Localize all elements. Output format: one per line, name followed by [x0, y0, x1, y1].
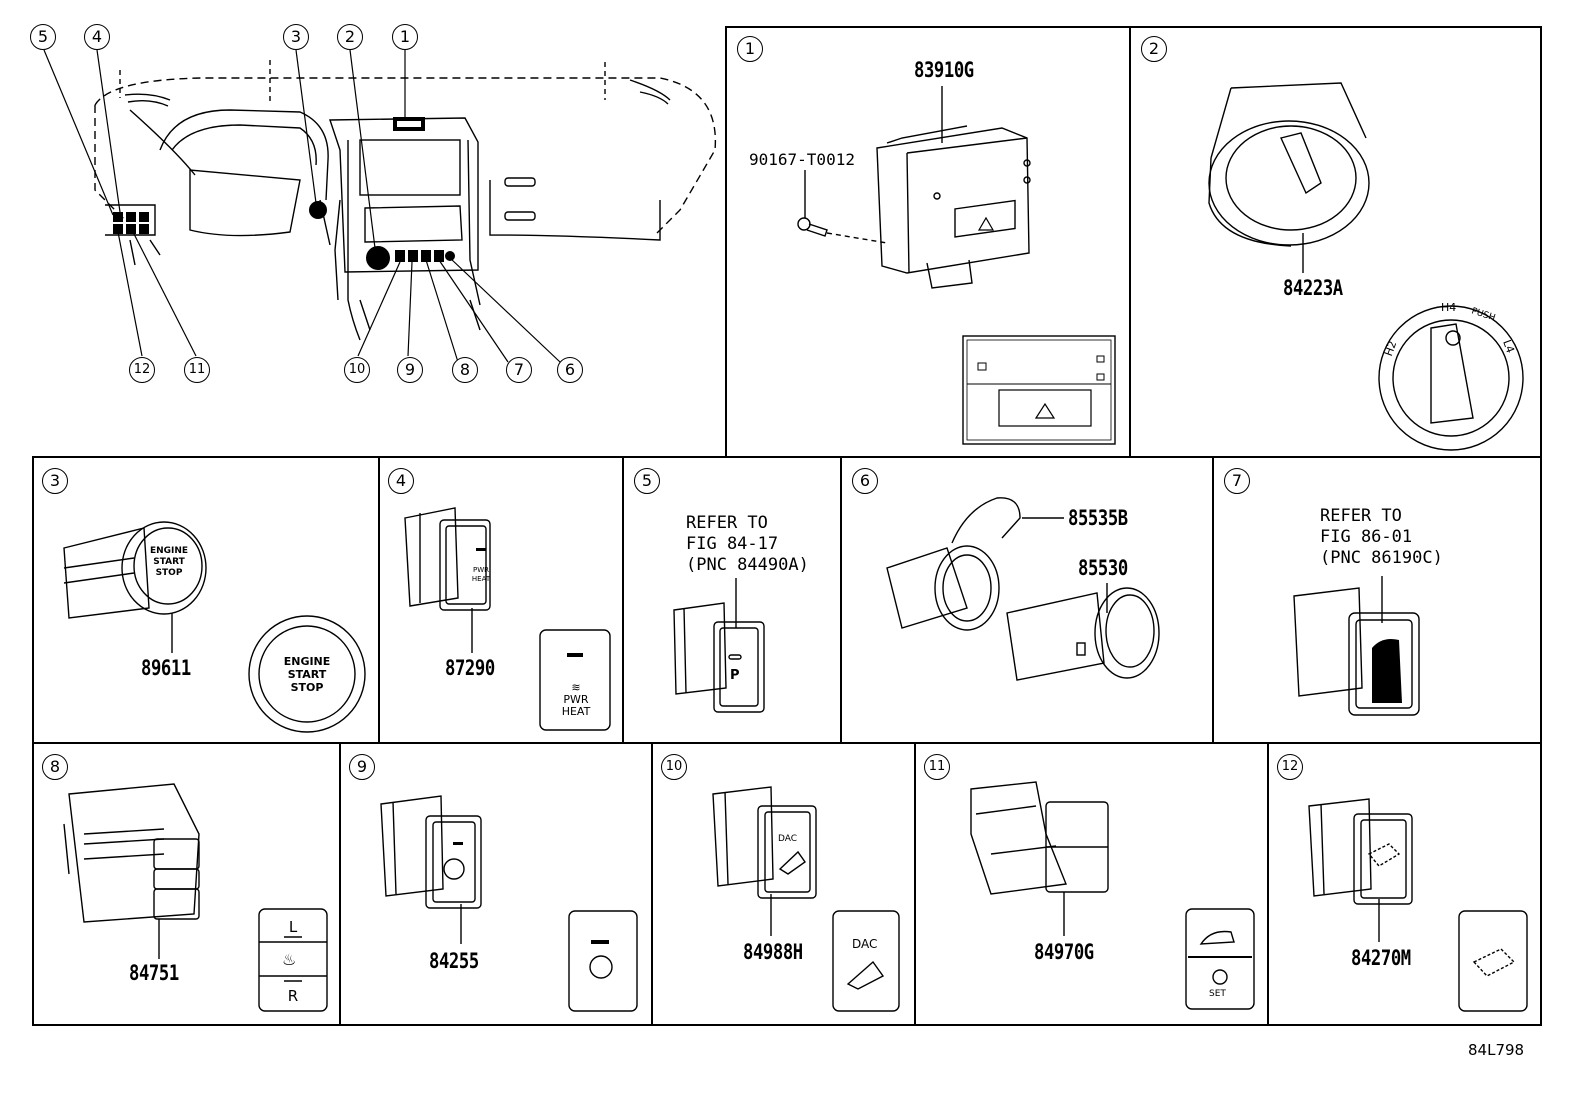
panel-number: 4: [388, 468, 414, 494]
transfer-knob-drawing: [1208, 82, 1524, 451]
start-text-1b: ENGINE: [283, 655, 331, 668]
panel-2: 2 84223A H2 H4 PUSH L4: [1131, 28, 1541, 456]
start-text-2b: START: [287, 668, 327, 681]
divider-6-7: [1212, 456, 1214, 744]
start-btn-text-small: ENGINE START STOP: [142, 546, 196, 579]
callout-7: 7: [506, 357, 532, 383]
panel-1: 1 83910G 90167-T0012: [727, 28, 1129, 456]
seat-heat-left-label: L: [288, 918, 298, 936]
panel-8: 8 84751 L ♨ R: [34, 744, 339, 1024]
part-number: 89611: [141, 656, 191, 680]
dac-switch-drawing: [712, 786, 900, 1012]
seat-heat-switch-drawing: [63, 783, 328, 1012]
bottom-frame: [32, 742, 1542, 1026]
start-text-2: START: [153, 557, 185, 567]
panel-number: 6: [852, 468, 878, 494]
start-text-1: ENGINE: [149, 546, 189, 556]
panel-number: 11: [924, 754, 950, 780]
part-number: 84255: [429, 949, 479, 973]
panel-number: 12: [1277, 754, 1303, 780]
divider-4-5: [622, 456, 624, 744]
set-label: SET: [1209, 989, 1226, 999]
callout-12: 12: [129, 357, 155, 383]
part-number-cap: 85535B: [1068, 506, 1128, 530]
seat-heat-icon: ♨: [282, 950, 297, 969]
refer-note: REFER TO FIG 84-17 (PNC 84490A): [686, 513, 809, 575]
divider-11-12: [1267, 742, 1269, 1026]
panel-number: 8: [42, 754, 68, 780]
panel-number: 3: [42, 468, 68, 494]
panel-number: 1: [737, 36, 763, 62]
panel-number: 10: [661, 754, 687, 780]
parking-switch-drawing: [673, 578, 765, 713]
panel-number: 7: [1224, 468, 1250, 494]
panel-number: 9: [349, 754, 375, 780]
usb-port-drawing: [1293, 576, 1420, 716]
dashboard-overview: 1 2 3 4 5 6 7 8 9 10 12 11: [0, 0, 720, 450]
callout-2: 2: [337, 24, 363, 50]
rear-defog-switch-drawing: [1308, 798, 1528, 1012]
divider-5-6: [840, 456, 842, 744]
part-number: 84988H: [743, 940, 803, 964]
parking-icon: P: [730, 668, 740, 683]
heat-text-2b: HEAT: [561, 705, 591, 718]
dac-label-large: DAC: [852, 937, 878, 951]
divider-10-11: [914, 742, 916, 1026]
divider-8-9: [339, 742, 341, 1026]
heat-text-1b: PWR: [563, 693, 589, 706]
heat-text-1: PWR: [472, 566, 489, 574]
part-number: 87290: [445, 656, 495, 680]
callout-5: 5: [30, 24, 56, 50]
divider-9-10: [651, 742, 653, 1026]
refer-note: REFER TO FIG 86-01 (PNC 86190C): [1320, 506, 1443, 568]
start-text-3b: STOP: [290, 681, 324, 694]
callout-1: 1: [392, 24, 418, 50]
hazard-switch-drawing: [797, 86, 1116, 445]
panel-5: 5 REFER TO FIG 84-17 (PNC 84490A) P: [624, 458, 840, 742]
part-number: 83910G: [914, 58, 974, 82]
power-outlet-drawing: [886, 497, 1160, 681]
start-button-drawing: [63, 521, 366, 733]
callout-3: 3: [283, 24, 309, 50]
panel-12: 12 84270M: [1269, 744, 1541, 1024]
callout-4: 4: [84, 24, 110, 50]
part-number-bolt: 90167-T0012: [749, 150, 855, 169]
heat-waves: ≋: [571, 681, 581, 694]
part-number: 84751: [129, 961, 179, 985]
callout-10: 10: [344, 357, 370, 383]
part-number: 84270M: [1351, 946, 1411, 970]
panel-9: 9 84255: [341, 744, 651, 1024]
heat-icon-large: ≋ PWR HEAT: [556, 682, 596, 718]
heat-icon-small: PWR HEAT: [466, 566, 496, 584]
dashboard-drawing: [43, 49, 717, 363]
panel-10: 10 84988H DAC DAC: [653, 744, 914, 1024]
panel-7: 7 REFER TO FIG 86-01 (PNC 86190C): [1214, 458, 1541, 742]
part-number: 84223A: [1283, 276, 1343, 300]
panel-6: 6 85535B 85530: [842, 458, 1212, 742]
steering-heat-switch-drawing: [380, 795, 638, 1012]
panel-4: 4 87290 PWR HEAT ≋ PWR HEAT: [380, 458, 622, 742]
callout-11: 11: [184, 357, 210, 383]
part-number: 84970G: [1034, 940, 1094, 964]
divider-3-4: [378, 456, 380, 744]
start-text-3: STOP: [155, 568, 183, 578]
crawl-control-switch-drawing: [970, 781, 1255, 1010]
callout-8: 8: [452, 357, 478, 383]
panel-number: 5: [634, 468, 660, 494]
start-btn-text-large: ENGINE START STOP: [277, 655, 337, 694]
callout-9: 9: [397, 357, 423, 383]
panel-3: 3 89611 ENGINE START STOP ENGINE START S…: [34, 458, 378, 742]
pwr-heat-switch-drawing: [404, 507, 611, 731]
part-number-socket: 85530: [1078, 556, 1128, 580]
knob-label-h4: H4: [1441, 301, 1457, 314]
callout-6: 6: [557, 357, 583, 383]
dac-label-small: DAC: [778, 834, 798, 844]
panel-11: 11 84970G SET: [916, 744, 1267, 1024]
seat-heat-right-label: R: [287, 987, 299, 1005]
divider-1-2: [1129, 26, 1131, 458]
panel-number: 2: [1141, 36, 1167, 62]
diagram-code: 84L798: [1468, 1041, 1525, 1059]
heat-text-2: HEAT: [471, 575, 491, 583]
